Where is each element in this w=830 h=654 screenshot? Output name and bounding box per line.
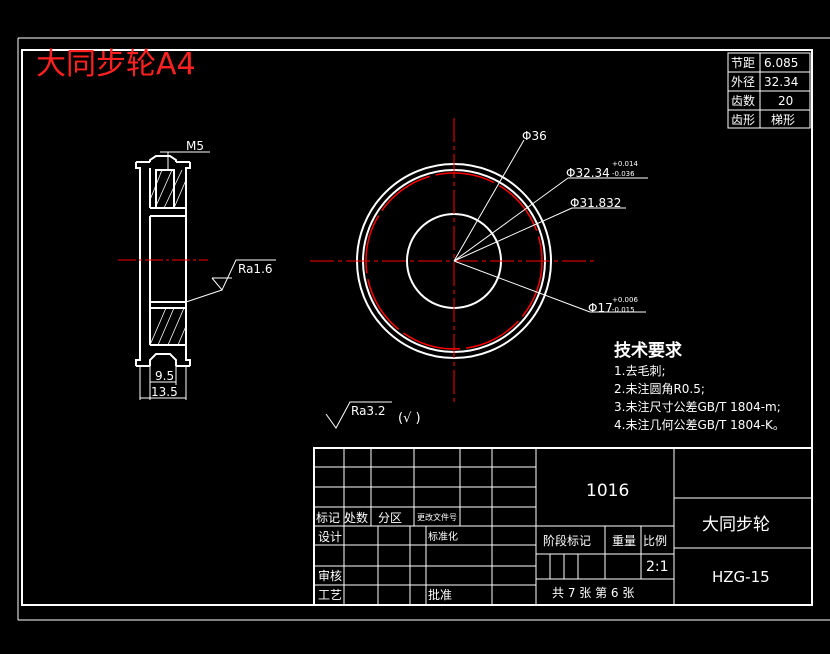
tb-scale: 2:1 (646, 559, 669, 575)
tb-label-standardize: 标准化 (428, 530, 458, 543)
outer-border (17, 37, 830, 621)
tb-label-approve: 批准 (428, 587, 452, 602)
dim-d3234: Φ32.34 (566, 166, 610, 180)
general-roughness-value: Ra3.2 (351, 404, 386, 418)
dim-d3234-tol-upper: +0.014 (612, 160, 638, 168)
tb-label-design: 设计 (318, 530, 342, 544)
thread-label: M5 (186, 139, 204, 153)
front-view: Φ36 Φ32.34 +0.014 -0.036 Φ31.832 Φ17 +0.… (310, 118, 648, 404)
tb-part-code: 1016 (586, 481, 629, 501)
tech-req-item-1: 1.去毛刺; (614, 364, 666, 378)
dim-d17: Φ17 (588, 301, 613, 315)
general-roughness: Ra3.2 (√ ) (325, 401, 421, 429)
tb-label-process: 工艺 (318, 588, 342, 602)
tb-label-stage-mark: 阶段标记 (543, 533, 591, 548)
dim-d31832: Φ31.832 (570, 196, 621, 210)
roughness-symbol (185, 259, 276, 303)
dim-d36: Φ36 (522, 129, 547, 143)
param-value-profile: 梯形 (771, 113, 795, 127)
tb-label-review: 审核 (318, 568, 342, 583)
tech-req-title: 技术要求 (614, 340, 682, 361)
param-label-pitch: 节距 (731, 56, 755, 70)
tb-label-weight: 重量 (612, 534, 636, 548)
param-value-teeth: 20 (778, 94, 793, 108)
roughness-label: Ra1.6 (238, 262, 273, 276)
dim-d17-tol-lower: -0.015 (612, 306, 635, 314)
side-view: M5 Ra1.6 9.5 13.5 (118, 139, 276, 400)
dim-outer-width: 13.5 (151, 385, 178, 399)
tech-req-item-2: 2.未注圆角R0.5; (614, 381, 705, 396)
tb-label-ratio: 比例 (643, 534, 667, 548)
tb-label-count: 处数 (344, 510, 368, 525)
tb-part-name: 大同步轮 (702, 515, 770, 535)
param-value-od: 32.34 (764, 75, 798, 89)
tech-req-item-3: 3.未注尺寸公差GB/T 1804-m; (614, 399, 781, 414)
param-value-pitch: 6.085 (764, 56, 798, 70)
tb-label-mark: 标记 (316, 511, 340, 525)
dim-d3234-tol-lower: -0.036 (612, 170, 635, 178)
param-label-teeth: 齿数 (731, 93, 755, 108)
tech-req-item-4: 4.未注几何公差GB/T 1804-K。 (614, 417, 785, 432)
general-roughness-suffix: (√ ) (398, 411, 421, 426)
param-label-od: 外径 (731, 75, 755, 89)
tb-label-change-doc: 更改文件号 (417, 512, 457, 522)
dim-inner-width: 9.5 (155, 369, 174, 383)
tb-drawing-no: HZG-15 (712, 568, 770, 586)
drawing-title: 大同步轮A4 (36, 47, 196, 82)
tech-requirements: 技术要求 1.去毛刺; 2.未注圆角R0.5; 3.未注尺寸公差GB/T 180… (614, 340, 785, 432)
dim-d17-tol-upper: +0.006 (612, 296, 638, 304)
title-block (313, 447, 813, 606)
param-label-profile: 齿形 (731, 113, 755, 127)
tb-sheets: 共 7 张 第 6 张 (552, 586, 634, 600)
tb-label-zone: 分区 (378, 511, 402, 525)
param-table (727, 52, 811, 129)
